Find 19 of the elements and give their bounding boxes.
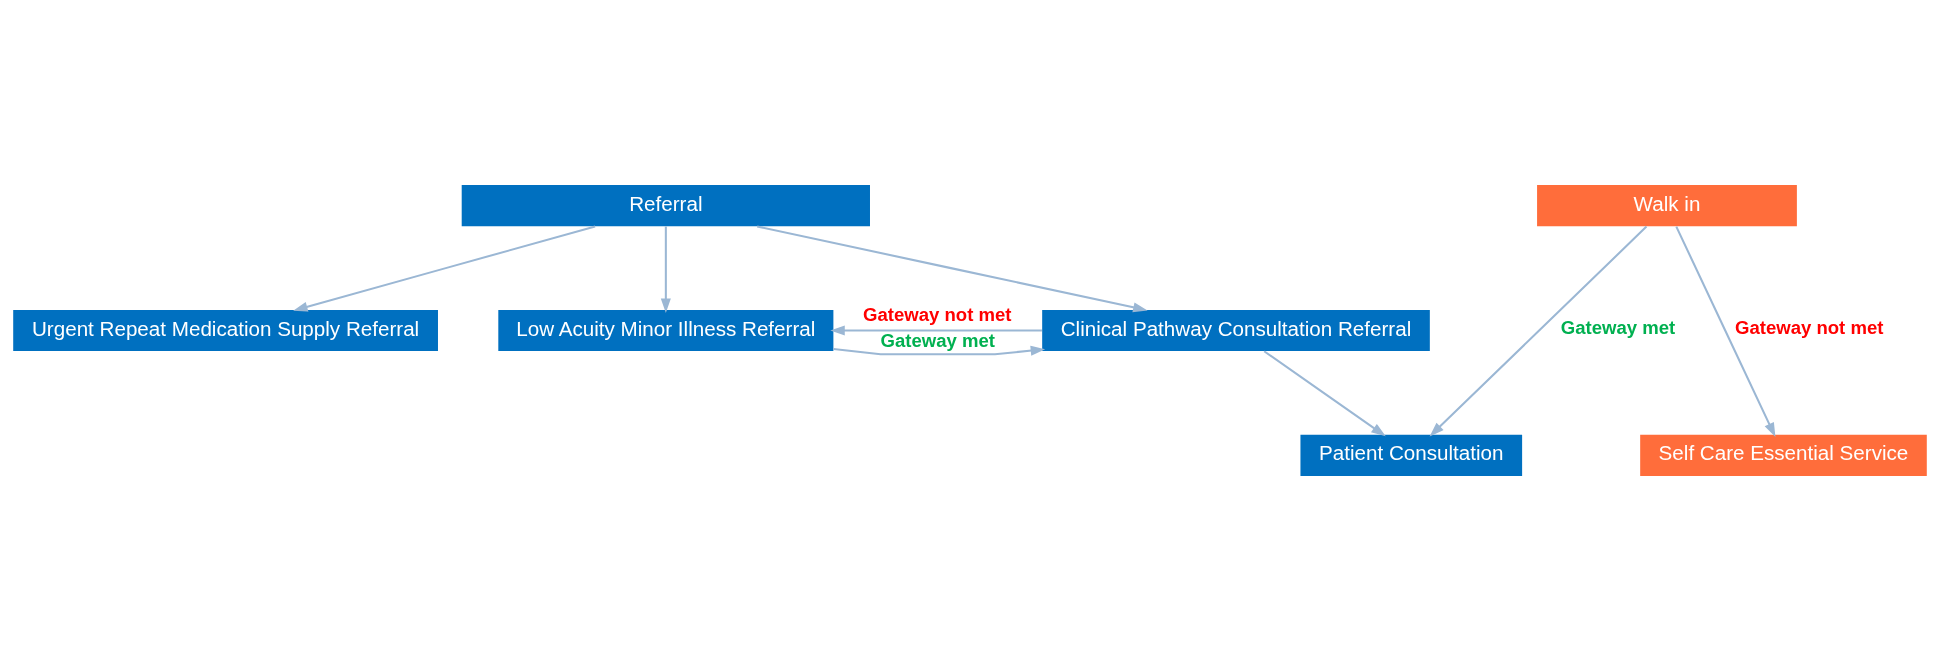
edge-label: Gateway not met	[863, 303, 1012, 325]
edge-label: Gateway met	[880, 330, 995, 352]
node-box: Low Acuity Minor Illness Referral	[498, 309, 834, 352]
edge-label: Gateway met	[1560, 317, 1676, 339]
node-box: Walk in	[1537, 185, 1797, 227]
node-box: Urgent Repeat Medication Supply Referral	[13, 309, 438, 352]
node-box: Clinical Pathway Consultation Referral	[1042, 309, 1430, 352]
node-box: Patient Consultation	[1300, 434, 1523, 476]
arrow	[830, 325, 1042, 336]
arrow	[756, 225, 1148, 313]
arrow	[1429, 225, 1648, 437]
arrow	[293, 225, 596, 312]
arrow	[660, 226, 671, 313]
arrow	[1675, 226, 1776, 438]
node-box: Self Care Essential Service	[1640, 434, 1927, 476]
edge-label: Gateway not met	[1735, 317, 1884, 339]
arrow	[1263, 350, 1386, 437]
node-box: Referral	[461, 185, 870, 227]
arrow	[833, 345, 1046, 356]
